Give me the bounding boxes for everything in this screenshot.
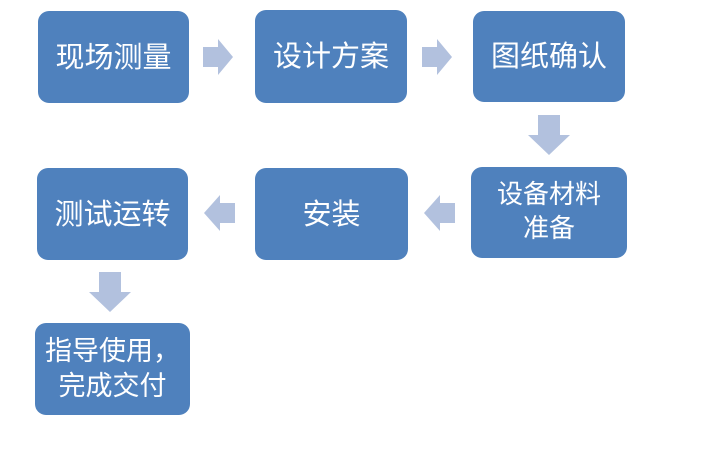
arrow-left-icon bbox=[424, 195, 455, 231]
arrow-down-icon bbox=[528, 115, 570, 155]
flow-node-delivery: 指导使用， 完成交付 bbox=[35, 323, 190, 415]
arrow-down-shape bbox=[528, 115, 570, 155]
flow-node-installation: 安装 bbox=[255, 168, 408, 260]
arrow-left-shape bbox=[424, 195, 455, 231]
arrow-left-shape bbox=[204, 195, 235, 231]
flow-node-equipment-material-prep: 设备材料 准备 bbox=[471, 167, 627, 258]
arrow-right-shape bbox=[422, 39, 452, 75]
arrow-right-icon bbox=[422, 39, 452, 75]
arrow-right-icon bbox=[203, 39, 233, 75]
arrow-down-shape bbox=[89, 272, 131, 312]
flow-node-drawing-confirmation: 图纸确认 bbox=[473, 11, 625, 102]
flow-node-test-run: 测试运转 bbox=[37, 168, 188, 260]
arrow-right-shape bbox=[203, 39, 233, 75]
flow-node-site-measurement: 现场测量 bbox=[38, 11, 189, 103]
flow-node-design-plan: 设计方案 bbox=[255, 10, 407, 103]
arrow-down-icon bbox=[89, 272, 131, 312]
arrow-left-icon bbox=[204, 195, 235, 231]
